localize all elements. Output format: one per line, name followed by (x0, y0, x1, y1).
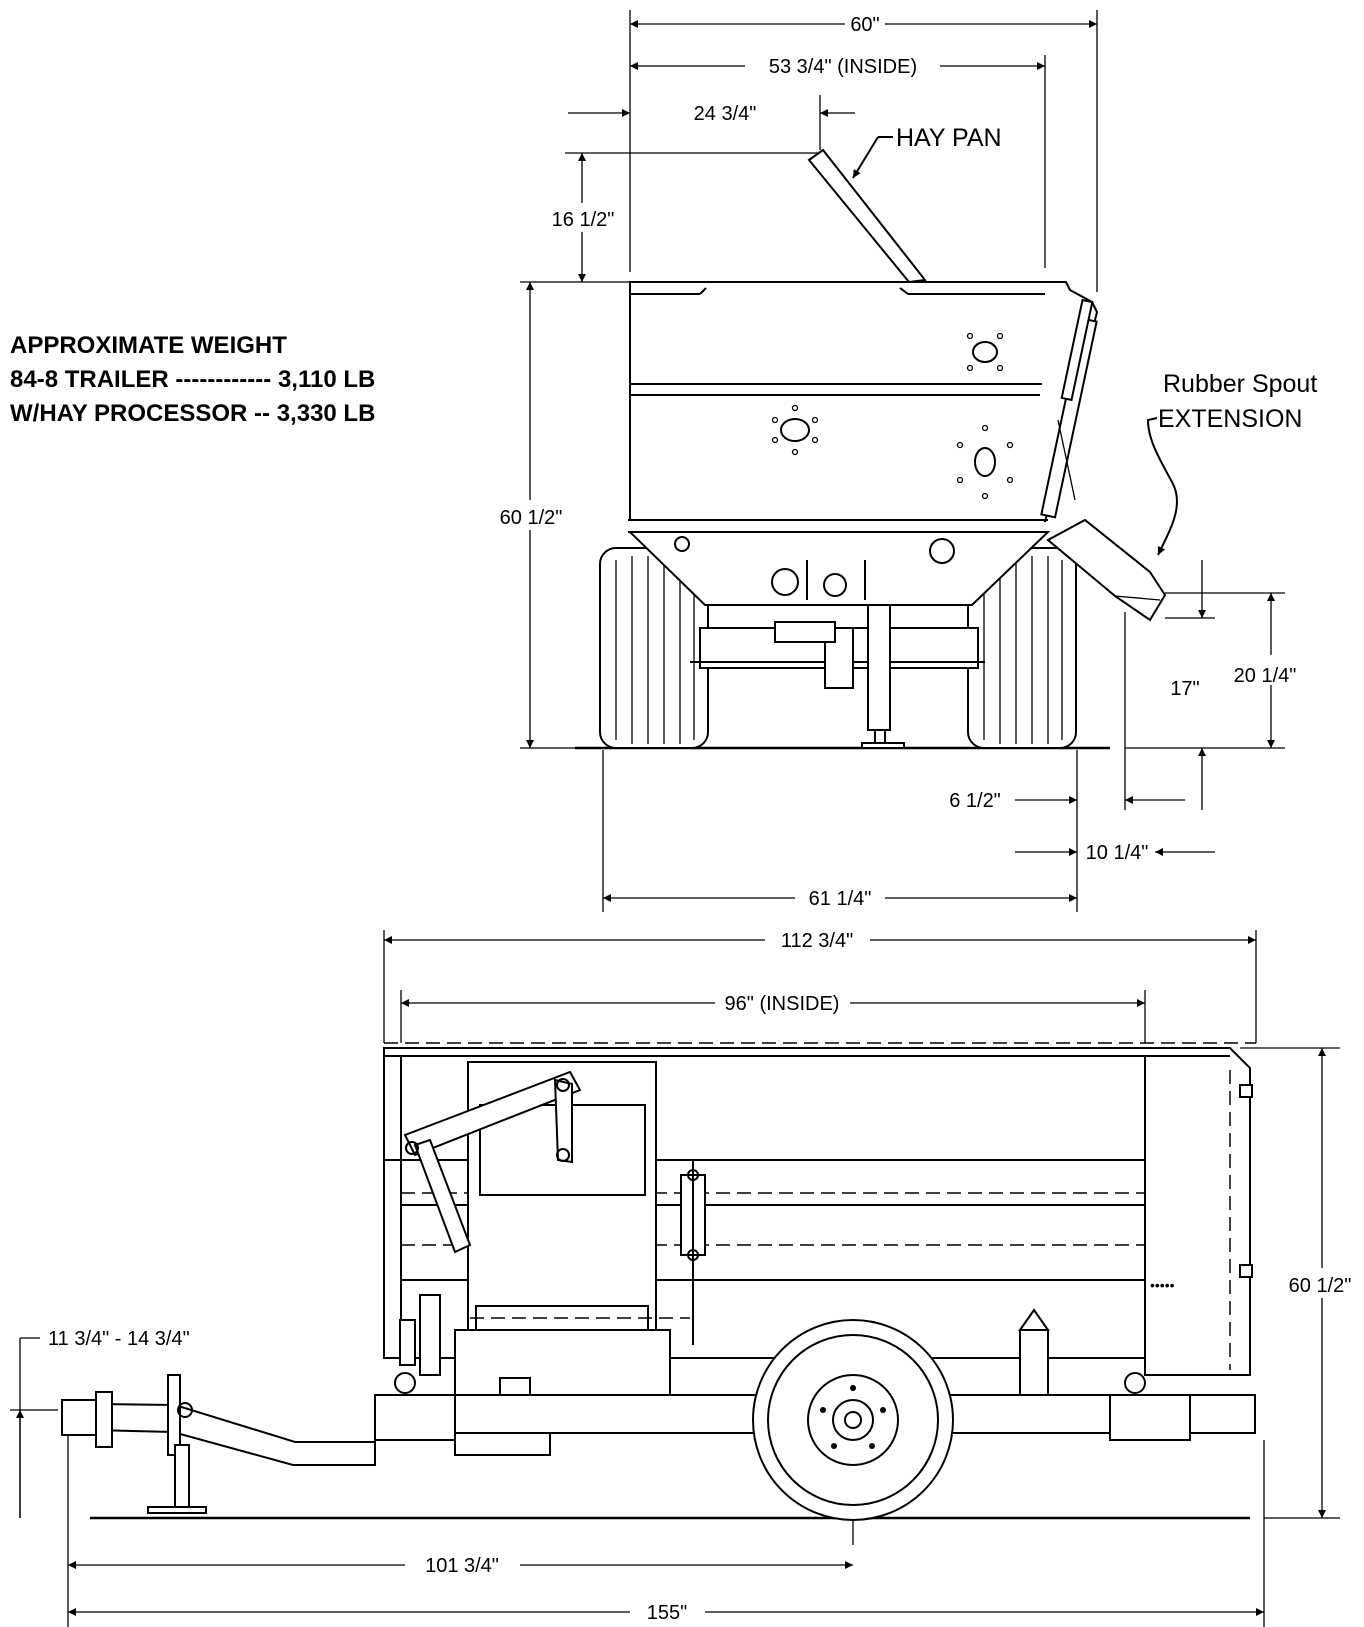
hay-pan (807, 148, 927, 284)
dim-inside-width: 53 3/4" (INSIDE) (769, 56, 917, 78)
spout-callout-line1: Rubber Spout (1163, 370, 1317, 398)
dim-spout-height-high: 20 1/4" (1234, 665, 1297, 687)
dim-overall-width: 60" (850, 14, 879, 36)
dim-track-width: 61 1/4" (809, 888, 872, 910)
weight-note: APPROXIMATE WEIGHT 84-8 TRAILER --------… (10, 332, 375, 427)
dim-hay-pan-offset: 24 3/4" (694, 103, 757, 125)
weight-trailer: 84-8 TRAILER ------------ 3,110 LB (10, 366, 375, 393)
dim-overall-length: 155" (647, 1602, 687, 1624)
dim-spout-overhang-b: 10 1/4" (1086, 842, 1149, 864)
dim-side-overall-height: 60 1/2" (1289, 1275, 1352, 1297)
svg-text:•••••: ••••• (1150, 1277, 1175, 1293)
hay-processor-door (399, 1061, 690, 1406)
side-view: ••••• (10, 930, 1351, 1627)
dim-hitch-to-axle: 101 3/4" (425, 1555, 499, 1577)
dim-spout-height-low: 17" (1170, 678, 1199, 700)
rear-hopper-body (627, 281, 1099, 606)
tongue (61, 1374, 376, 1514)
dim-spout-overhang-a: 6 1/2" (949, 790, 1001, 812)
dim-hay-pan-height: 16 1/2" (552, 209, 615, 231)
dim-rear-overall-height: 60 1/2" (500, 507, 563, 529)
dim-hitch-height: 11 3/4" - 14 3/4" (48, 1328, 190, 1350)
dim-overall-box-length: 112 3/4" (781, 930, 853, 952)
weight-heading: APPROXIMATE WEIGHT (10, 332, 287, 359)
side-wheel (752, 1319, 954, 1521)
dim-inside-length: 96" (INSIDE) (725, 993, 840, 1015)
spout-callout-line2: EXTENSION (1158, 405, 1302, 433)
rear-view: HAY PAN Rubber Spout EXTENSION 60" 53 3/… (500, 10, 1317, 912)
spout-assembly (1040, 298, 1167, 622)
hay-pan-callout: HAY PAN (896, 124, 1002, 152)
weight-hay-processor: W/HAY PROCESSOR -- 3,330 LB (10, 400, 375, 427)
side-cylinder (680, 1160, 706, 1345)
